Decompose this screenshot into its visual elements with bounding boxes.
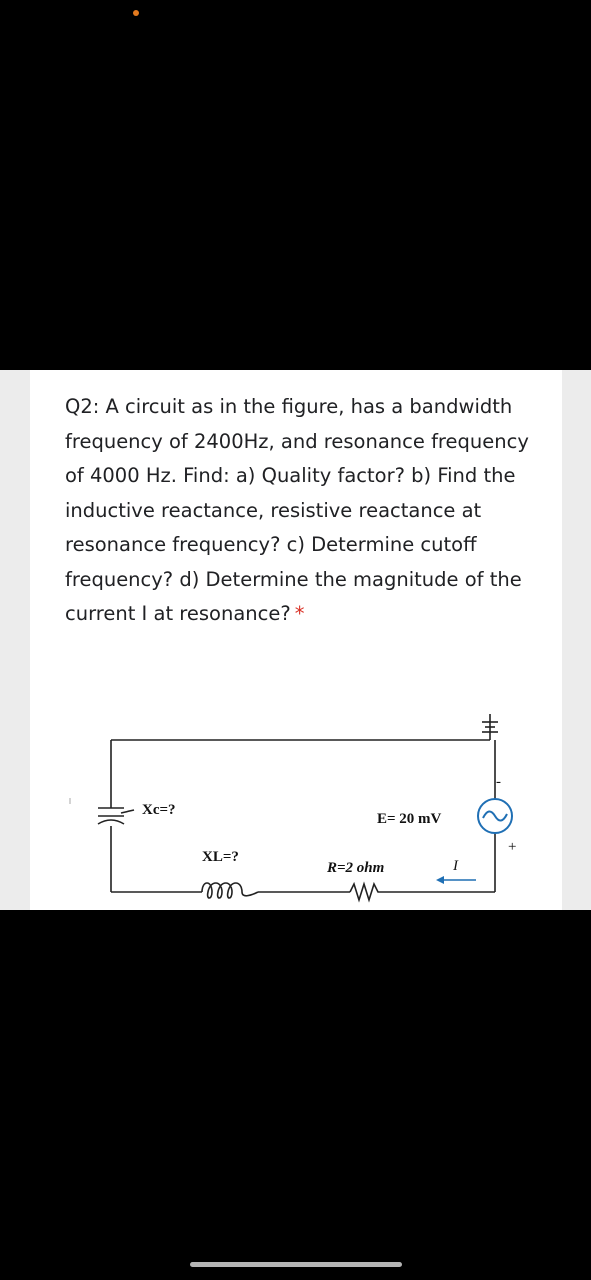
inductor-symbol — [201, 882, 259, 899]
battery-symbol — [482, 714, 498, 733]
question-text: Q2: A circuit as in the figure, has a ba… — [65, 395, 529, 625]
circuit-diagram: Xc=? - + E= 20 mV XL=? — [69, 714, 516, 903]
current-arrow — [436, 876, 476, 884]
current-label: I — [452, 858, 459, 874]
ac-source-symbol — [477, 798, 513, 834]
plus-sign: + — [508, 839, 516, 855]
circuit-wires — [110, 720, 496, 893]
status-indicator-dot — [133, 10, 139, 16]
resistor-symbol — [349, 881, 382, 903]
question-text-block: Q2: A circuit as in the figure, has a ba… — [65, 390, 535, 632]
inductor-label: XL=? — [202, 849, 239, 865]
source-label: E= 20 mV — [377, 811, 442, 827]
required-asterisk: * — [294, 602, 305, 625]
resistor-label: R=2 ohm — [326, 860, 384, 876]
home-indicator-bar[interactable] — [190, 1262, 402, 1267]
capacitor-label: Xc=? — [142, 802, 176, 818]
question-card: Q2: A circuit as in the figure, has a ba… — [30, 370, 562, 910]
minus-sign: - — [496, 774, 501, 790]
content-panel: Q2: A circuit as in the figure, has a ba… — [0, 370, 591, 910]
capacitor-symbol — [97, 807, 135, 825]
